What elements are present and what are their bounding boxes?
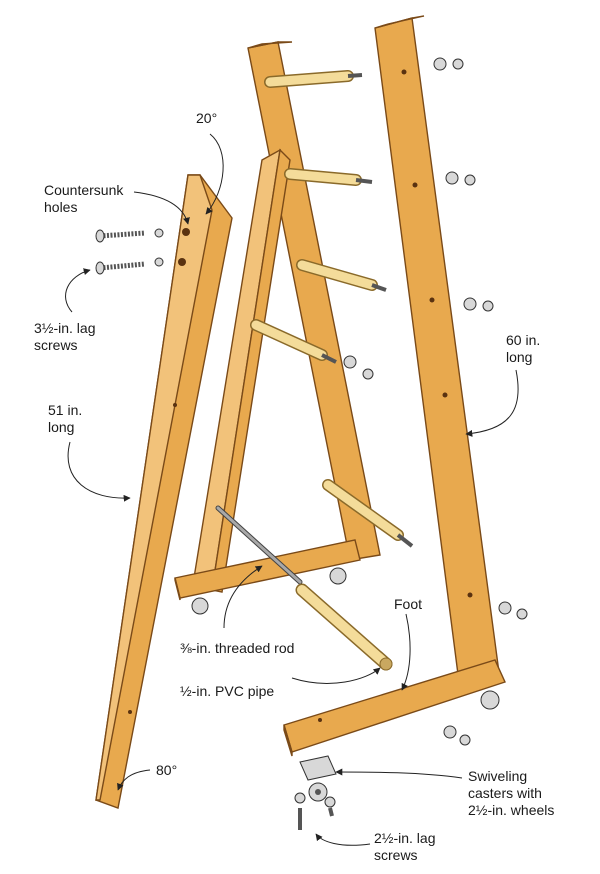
washers-and-nuts [343,57,528,746]
label-51-in-line2: long [48,419,75,435]
rear-caster-left [191,597,209,615]
front-foot [283,659,506,757]
label-lag-top-line1: 3½-in. lag [34,320,96,336]
label-angle-top: 20° [196,110,218,126]
support-arms [250,70,414,548]
top-lag-screws [95,228,164,275]
rear-caster-right [329,567,347,585]
label-60-in-line2: long [506,349,533,365]
rear-foot [174,539,361,615]
label-casters-line3: 2½-in. wheels [468,802,555,818]
bottom-lag-screws [294,792,336,830]
label-countersunk-line2: holes [44,199,78,215]
label-casters-line1: Swiveling [468,768,528,784]
label-angle-bottom: 80° [156,762,178,778]
loose-threaded-rod [215,505,303,585]
label-pvc-pipe: ½-in. PVC pipe [180,683,275,699]
leader-lines [65,133,519,846]
label-casters-line2: casters with [468,785,542,801]
label-51-in-line1: 51 in. [48,402,83,418]
label-60-in-line1: 60 in. [506,332,541,348]
front-caster [480,690,500,710]
label-foot: Foot [394,596,423,612]
label-lag-bottom-line1: 2½-in. lag [374,830,436,846]
loose-caster [299,755,337,802]
label-lag-top-line2: screws [34,337,78,353]
front-upright [374,15,501,691]
label-lag-bottom-line2: screws [374,847,418,863]
side-leg [95,174,233,809]
loose-pvc-pipe [295,583,393,671]
label-countersunk-line1: Countersunk [44,182,124,198]
label-threaded-rod: ⅜-in. threaded rod [180,640,295,656]
